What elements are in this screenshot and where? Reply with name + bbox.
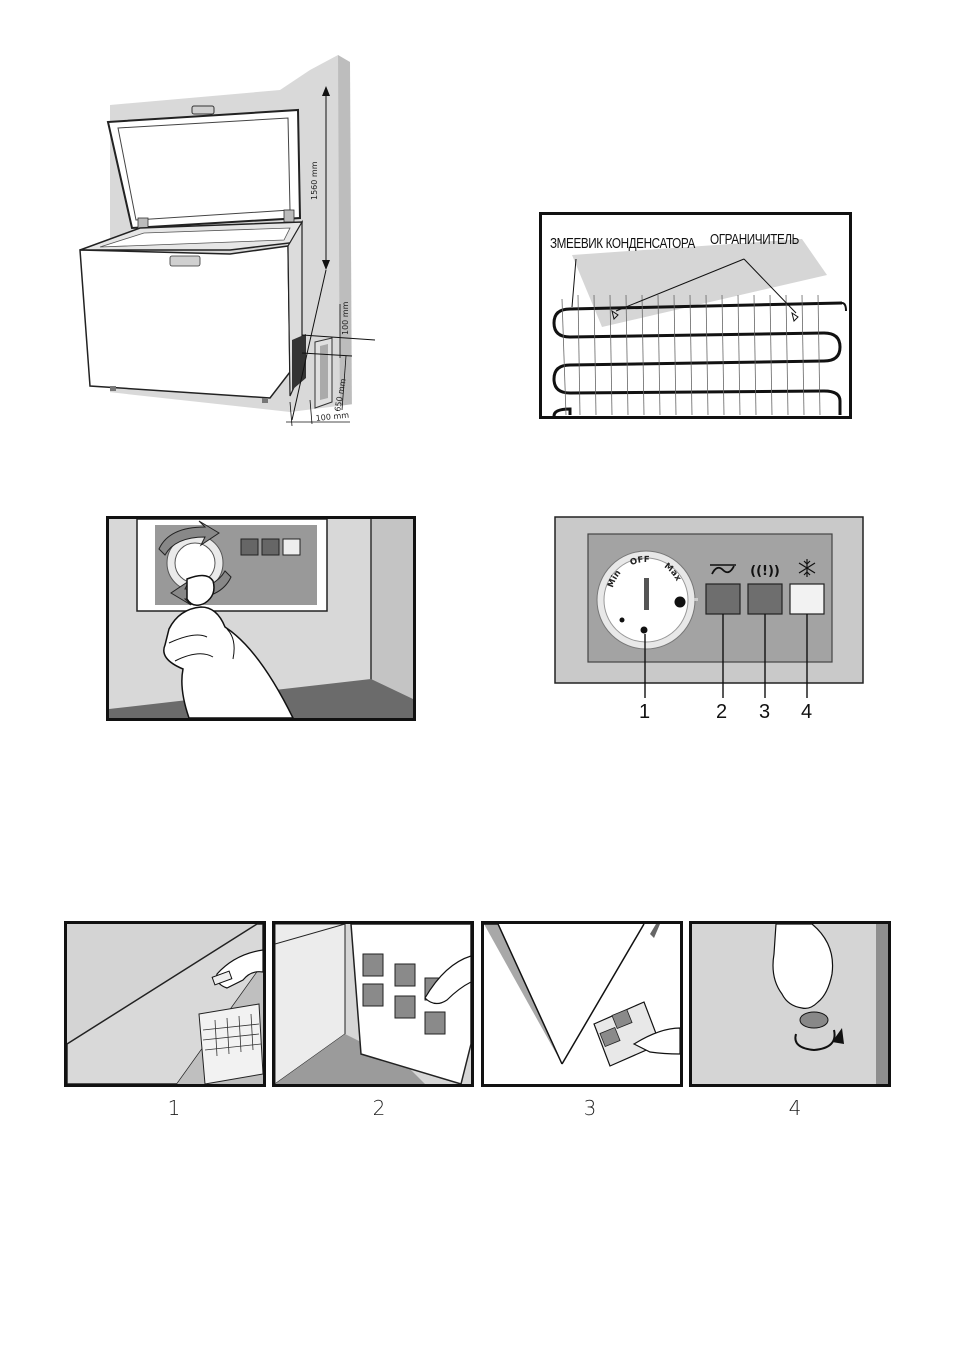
step-2-label: 2 [359, 1096, 399, 1120]
chest-freezer-drawing: 1560 mm 100 mm 650 mm 100 mm [70, 50, 380, 430]
step-3-drawing [484, 924, 680, 1084]
callout-3: 3 [759, 701, 770, 724]
callout-4: 4 [801, 701, 812, 724]
defrost-step-4-panel [689, 921, 891, 1087]
control-panel-drawing: Min OFF Max ((!)) [554, 516, 864, 722]
dim-top-gap: 100 mm [341, 301, 350, 335]
mains-indicator-light [706, 584, 740, 614]
condenser-figure: ЗМЕЕВИК КОНДЕНСАТОРА ОГРАНИЧИТЕЛЬ [539, 212, 852, 419]
callout-1: 1 [639, 701, 650, 724]
alarm-indicator-light [748, 584, 782, 614]
step-4-drawing [692, 924, 888, 1084]
defrost-step-2-panel [272, 921, 474, 1087]
step-3-label: 3 [570, 1096, 610, 1120]
defrost-step-3-panel [481, 921, 683, 1087]
step-4-label: 4 [775, 1096, 815, 1120]
hand-turning-knob-drawing [109, 519, 413, 718]
step-1-drawing [67, 924, 263, 1084]
step-2-drawing [275, 924, 471, 1084]
alarm-icon: ((!)) [750, 564, 780, 579]
dim-height: 1560 mm [310, 161, 319, 200]
control-panel-figure: Min OFF Max ((!)) 1 2 3 4 [554, 516, 864, 722]
coil-label: ЗМЕЕВИК КОНДЕНСАТОРА [550, 235, 695, 252]
step-1-label: 1 [154, 1096, 194, 1120]
installation-figure: 1560 mm 100 mm 650 mm 100 mm [70, 50, 380, 430]
thermostat-hand-figure [106, 516, 416, 721]
defrost-step-1-panel [64, 921, 266, 1087]
fast-freeze-indicator-light [790, 584, 824, 614]
svg-text:((!)): ((!)) [750, 564, 780, 579]
limiter-label: ОГРАНИЧИТЕЛЬ [710, 231, 799, 248]
callout-2: 2 [716, 701, 727, 724]
